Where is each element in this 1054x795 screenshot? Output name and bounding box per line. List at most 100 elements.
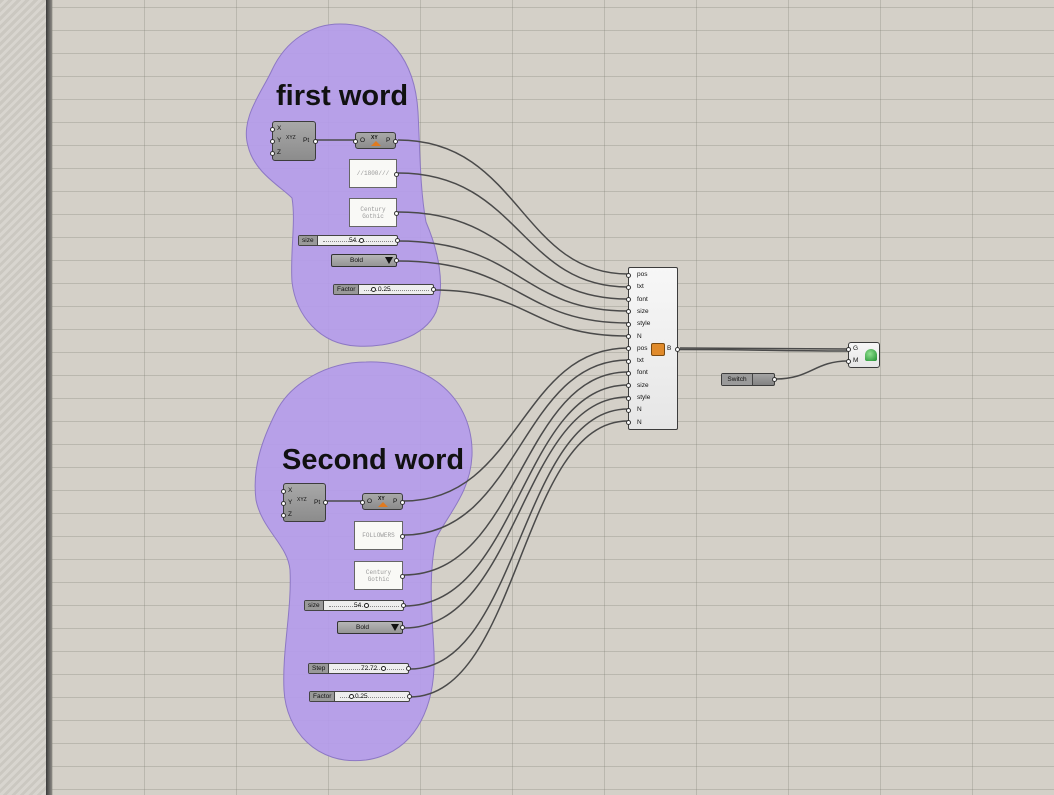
text-panel[interactable]: //1800/// bbox=[349, 159, 399, 188]
switch-label: Switch bbox=[722, 374, 753, 385]
output-pt-label: Pt bbox=[303, 137, 310, 144]
input-port[interactable] bbox=[270, 127, 275, 132]
component-icon bbox=[651, 343, 665, 356]
dropdown-arrow-icon[interactable] bbox=[385, 257, 393, 264]
input-port[interactable] bbox=[281, 489, 286, 494]
slider-knob[interactable] bbox=[371, 287, 376, 292]
group-title-second[interactable]: Second word bbox=[282, 444, 465, 476]
input-m-label: M bbox=[853, 357, 859, 364]
step-slider[interactable]: Step 72.72 bbox=[308, 663, 411, 674]
canvas-left-shadow bbox=[46, 0, 52, 795]
slider-track[interactable] bbox=[364, 290, 429, 291]
dropdown-value: Bold bbox=[350, 257, 364, 264]
output-port[interactable] bbox=[394, 211, 399, 216]
xy-plane-node[interactable]: O XY P bbox=[360, 493, 405, 510]
panel-text: FOLLOWERS bbox=[362, 532, 395, 539]
size-slider[interactable]: size 54 bbox=[298, 235, 400, 246]
input-port[interactable] bbox=[281, 513, 286, 518]
wire bbox=[403, 359, 629, 536]
output-port[interactable] bbox=[431, 287, 436, 292]
input-port[interactable] bbox=[626, 358, 631, 364]
output-port[interactable] bbox=[400, 500, 405, 505]
input-port[interactable] bbox=[626, 334, 631, 339]
slider-track[interactable] bbox=[323, 241, 393, 242]
text-panel[interactable]: FOLLOWERS bbox=[354, 521, 405, 550]
input-port[interactable] bbox=[626, 284, 631, 290]
xy-plane-node[interactable]: O XY P bbox=[353, 132, 398, 149]
output-port[interactable] bbox=[675, 347, 680, 352]
construct-point-node[interactable]: X Y Z XYZ Pt bbox=[281, 483, 328, 522]
output-port[interactable] bbox=[401, 603, 406, 608]
input-port[interactable] bbox=[846, 347, 851, 352]
wire bbox=[403, 396, 629, 629]
input-port[interactable] bbox=[626, 420, 631, 426]
slider-value: 0.25 bbox=[378, 286, 391, 293]
output-port[interactable] bbox=[393, 139, 398, 144]
style-dropdown[interactable]: Bold bbox=[331, 254, 399, 267]
wire bbox=[409, 420, 629, 698]
factor-slider[interactable]: Factor 0.25 bbox=[333, 284, 436, 295]
dropdown-arrow-icon[interactable] bbox=[391, 624, 399, 631]
output-port[interactable] bbox=[772, 377, 777, 382]
output-port[interactable] bbox=[406, 666, 411, 671]
wire bbox=[403, 371, 629, 576]
slider-label: Factor bbox=[334, 285, 360, 294]
input-port[interactable] bbox=[626, 370, 631, 376]
input-port[interactable] bbox=[846, 359, 851, 364]
output-port[interactable] bbox=[323, 500, 328, 505]
output-p-label: P bbox=[386, 137, 391, 144]
slider-knob[interactable] bbox=[349, 694, 354, 699]
switch-parameter[interactable]: Switch bbox=[721, 373, 777, 386]
custom-preview-component[interactable]: G M bbox=[846, 342, 880, 368]
xyz-point-icon: XYZ bbox=[297, 497, 307, 503]
input-port[interactable] bbox=[626, 309, 631, 315]
output-port[interactable] bbox=[394, 172, 399, 177]
input-port[interactable] bbox=[360, 500, 365, 505]
output-p-label: P bbox=[393, 498, 398, 505]
input-label: pos bbox=[637, 271, 648, 278]
wire bbox=[397, 240, 629, 312]
input-port[interactable] bbox=[626, 395, 631, 401]
input-y-label: Y bbox=[288, 499, 293, 506]
slider-track[interactable] bbox=[333, 669, 404, 670]
input-port[interactable] bbox=[353, 139, 358, 144]
input-port[interactable] bbox=[626, 383, 631, 389]
factor-slider[interactable]: Factor 0.25 bbox=[309, 691, 412, 702]
font-panel[interactable]: Century Gothic bbox=[349, 198, 399, 227]
input-port[interactable] bbox=[270, 139, 275, 144]
output-port[interactable] bbox=[400, 574, 405, 579]
slider-knob[interactable] bbox=[364, 603, 369, 608]
group-title-first[interactable]: first word bbox=[276, 80, 409, 112]
input-port[interactable] bbox=[626, 272, 631, 278]
slider-knob[interactable] bbox=[359, 238, 364, 243]
size-slider[interactable]: size 54 bbox=[304, 600, 406, 611]
input-port[interactable] bbox=[626, 346, 631, 352]
construct-point-node[interactable]: X Y Z XYZ Pt bbox=[270, 121, 318, 161]
dropdown-value: Bold bbox=[356, 624, 370, 631]
output-port[interactable] bbox=[394, 258, 399, 263]
input-port[interactable] bbox=[626, 407, 631, 413]
input-port[interactable] bbox=[626, 297, 631, 303]
xy-plane-icon: XY bbox=[371, 135, 378, 141]
output-port[interactable] bbox=[395, 238, 400, 243]
input-label: txt bbox=[637, 283, 644, 291]
output-port[interactable] bbox=[400, 625, 405, 630]
output-port[interactable] bbox=[313, 139, 318, 144]
input-label: font bbox=[637, 295, 648, 303]
input-o-label: O bbox=[367, 498, 373, 505]
input-port[interactable] bbox=[270, 151, 275, 156]
slider-knob[interactable] bbox=[381, 666, 386, 671]
slider-value: 54 bbox=[349, 237, 357, 244]
output-port[interactable] bbox=[407, 694, 412, 699]
font-panel[interactable]: Century Gothic bbox=[354, 561, 405, 590]
input-label: pos bbox=[637, 344, 648, 352]
style-dropdown[interactable]: Bold bbox=[337, 621, 405, 634]
output-port[interactable] bbox=[400, 534, 405, 539]
preview-icon bbox=[865, 349, 877, 361]
wire bbox=[775, 360, 849, 380]
input-port[interactable] bbox=[626, 321, 631, 327]
slider-track[interactable] bbox=[340, 697, 405, 698]
input-port[interactable] bbox=[281, 501, 286, 506]
